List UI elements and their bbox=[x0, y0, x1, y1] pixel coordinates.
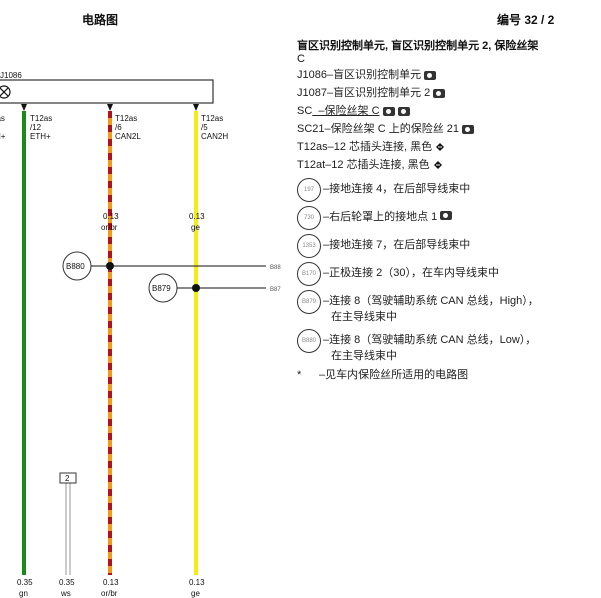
legend-text: –接地连接 4，在后部导线束中 bbox=[323, 183, 471, 195]
connection-badge: 197 bbox=[297, 178, 321, 202]
pin-connector-label: 2as bbox=[0, 114, 5, 123]
legend-item: T12at –12 芯插头连接, 黑色 bbox=[297, 156, 597, 174]
pin-connector-label: T12as bbox=[201, 114, 223, 123]
pin-number-label: /6 bbox=[115, 123, 122, 132]
connection-b879-label: B879 bbox=[152, 284, 171, 293]
camera-icon[interactable] bbox=[462, 124, 474, 134]
wire-color-label: or/br bbox=[101, 589, 118, 598]
ground-symbol-icon bbox=[0, 85, 11, 99]
legend-text: –12 芯插头连接, 黑色 bbox=[327, 141, 433, 153]
legend-text-cont: 在主导线束中 bbox=[331, 311, 397, 323]
wire-color-label: gn bbox=[19, 589, 28, 598]
pin-arrow-icon bbox=[21, 104, 27, 111]
connection-b880-label: B880 bbox=[66, 262, 85, 271]
camera-icon[interactable] bbox=[440, 211, 453, 220]
pin-connector-label: T12as bbox=[30, 114, 52, 123]
legend-item: J1086 –盲区识别控制单元 bbox=[297, 66, 597, 84]
legend-text: –正极连接 2（30），在车内导线束中 bbox=[323, 267, 500, 279]
connection-badge: B879 bbox=[297, 290, 321, 314]
legend-code: T12as bbox=[297, 141, 328, 153]
legend-text: –保险丝架 C 上的保险丝 21 bbox=[324, 123, 459, 135]
legend-connection-item: 1353 –接地连接 7，在后部导线束中 bbox=[297, 234, 597, 258]
control-unit-box bbox=[0, 79, 214, 104]
pin-signal-label: CAN2H bbox=[201, 132, 228, 141]
legend-connection-item: B170 –正极连接 2（30），在车内导线束中 bbox=[297, 262, 597, 286]
camera-icon[interactable] bbox=[382, 106, 395, 116]
legend-title-cont: C bbox=[297, 53, 305, 65]
legend-text: –连接 8（驾驶辅助系统 CAN 总线，Low）， bbox=[323, 334, 537, 346]
legend-connection-item: B880 –连接 8（驾驶辅助系统 CAN 总线，Low）， 在主导线束中 bbox=[297, 329, 597, 364]
legend-panel: 盲区识别控制单元, 盲区识别控制单元 2, 保险丝架 C J1086 –盲区识别… bbox=[297, 40, 597, 384]
connector-icon[interactable] bbox=[433, 160, 443, 170]
connection-badge: B880 bbox=[297, 329, 321, 353]
wire-color-label: or/br bbox=[101, 223, 118, 232]
wire-color-label: ge bbox=[191, 223, 200, 232]
camera-icon[interactable] bbox=[424, 70, 437, 80]
footnote-text: –见车内保险丝所适用的电路图 bbox=[319, 369, 469, 381]
diagram-title: 电路图 bbox=[82, 12, 118, 27]
wire-size-label: 0.35 bbox=[59, 578, 75, 587]
connection-badge: 1353 bbox=[297, 234, 321, 258]
camera-icon[interactable] bbox=[433, 88, 446, 98]
connection-badge: B170 bbox=[297, 262, 321, 286]
junction-dot bbox=[192, 284, 200, 292]
pin-signal-label: CAN2L bbox=[115, 132, 141, 141]
legend-text-cont: 在主导线束中 bbox=[331, 350, 397, 362]
page-number: 编号 32 / 2 bbox=[496, 12, 555, 27]
legend-connection-item: 197 –接地连接 4，在后部导线束中 bbox=[297, 178, 597, 202]
legend-item: SC –保险丝架 C bbox=[297, 102, 597, 120]
legend-code: SC bbox=[297, 105, 313, 117]
fuse-box bbox=[59, 472, 77, 484]
legend-text: –保险丝架 C bbox=[312, 105, 380, 117]
legend-text: –盲区识别控制单元 2 bbox=[326, 87, 431, 99]
legend-connection-item: B879 –连接 8（驾驶辅助系统 CAN 总线，High）， 在主导线束中 bbox=[297, 290, 597, 325]
legend-code: T12at bbox=[297, 159, 326, 171]
wire-size-label: 0.35 bbox=[17, 578, 33, 587]
legend-text: –接地连接 7，在后部导线束中 bbox=[323, 239, 471, 251]
legend-text: –12 芯插头连接, 黑色 bbox=[325, 159, 430, 171]
legend-footnote: * –见车内保险丝所适用的电路图 bbox=[297, 366, 597, 384]
legend-code: J1086 bbox=[297, 69, 327, 81]
wire-size-label: 0.13 bbox=[189, 578, 205, 587]
fuse-box-label: 2 bbox=[65, 474, 70, 483]
wire-size-label: 0.13 bbox=[103, 578, 119, 587]
wire-color-label: ws bbox=[60, 589, 71, 598]
pin-connector-label: T12as bbox=[115, 114, 137, 123]
camera-icon[interactable] bbox=[397, 106, 410, 116]
junction-dot bbox=[106, 262, 114, 270]
wire-size-label: 0.13 bbox=[103, 212, 119, 221]
legend-title: 盲区识别控制单元, 盲区识别控制单元 2, 保险丝架 bbox=[297, 40, 539, 52]
connector-icon[interactable] bbox=[435, 142, 445, 152]
legend-item: T12as –12 芯插头连接, 黑色 bbox=[297, 138, 597, 156]
pin-arrow-icon bbox=[193, 104, 199, 111]
wire-size-label: 0.13 bbox=[189, 212, 205, 221]
pin-arrow-icon bbox=[107, 104, 113, 111]
pin-number-label: /5 bbox=[201, 123, 208, 132]
legend-code: J1087 bbox=[297, 87, 327, 99]
connection-b879-ref: B87 bbox=[270, 287, 281, 293]
wire-color-label: ge bbox=[191, 589, 200, 598]
legend-text: –盲区识别控制单元 bbox=[326, 69, 422, 81]
legend-code: SC21 bbox=[297, 123, 325, 135]
connection-b880-ref: B88 bbox=[270, 265, 281, 271]
legend-text: –右后轮罩上的接地点 1 bbox=[323, 211, 438, 223]
pin-signal-label: H+ bbox=[0, 132, 6, 141]
legend-text: –连接 8（驾驶辅助系统 CAN 总线，High）， bbox=[323, 295, 539, 307]
pin-signal-label: ETH+ bbox=[30, 132, 51, 141]
pin-number-label: /12 bbox=[30, 123, 42, 132]
connection-badge: 730 bbox=[297, 206, 321, 230]
legend-connection-item: 730 –右后轮罩上的接地点 1 bbox=[297, 206, 597, 230]
component-label: J1086 bbox=[0, 71, 22, 80]
legend-item: J1087 –盲区识别控制单元 2 bbox=[297, 84, 597, 102]
legend-item: SC21 –保险丝架 C 上的保险丝 21 bbox=[297, 120, 597, 138]
footnote-mark: * bbox=[297, 369, 302, 381]
